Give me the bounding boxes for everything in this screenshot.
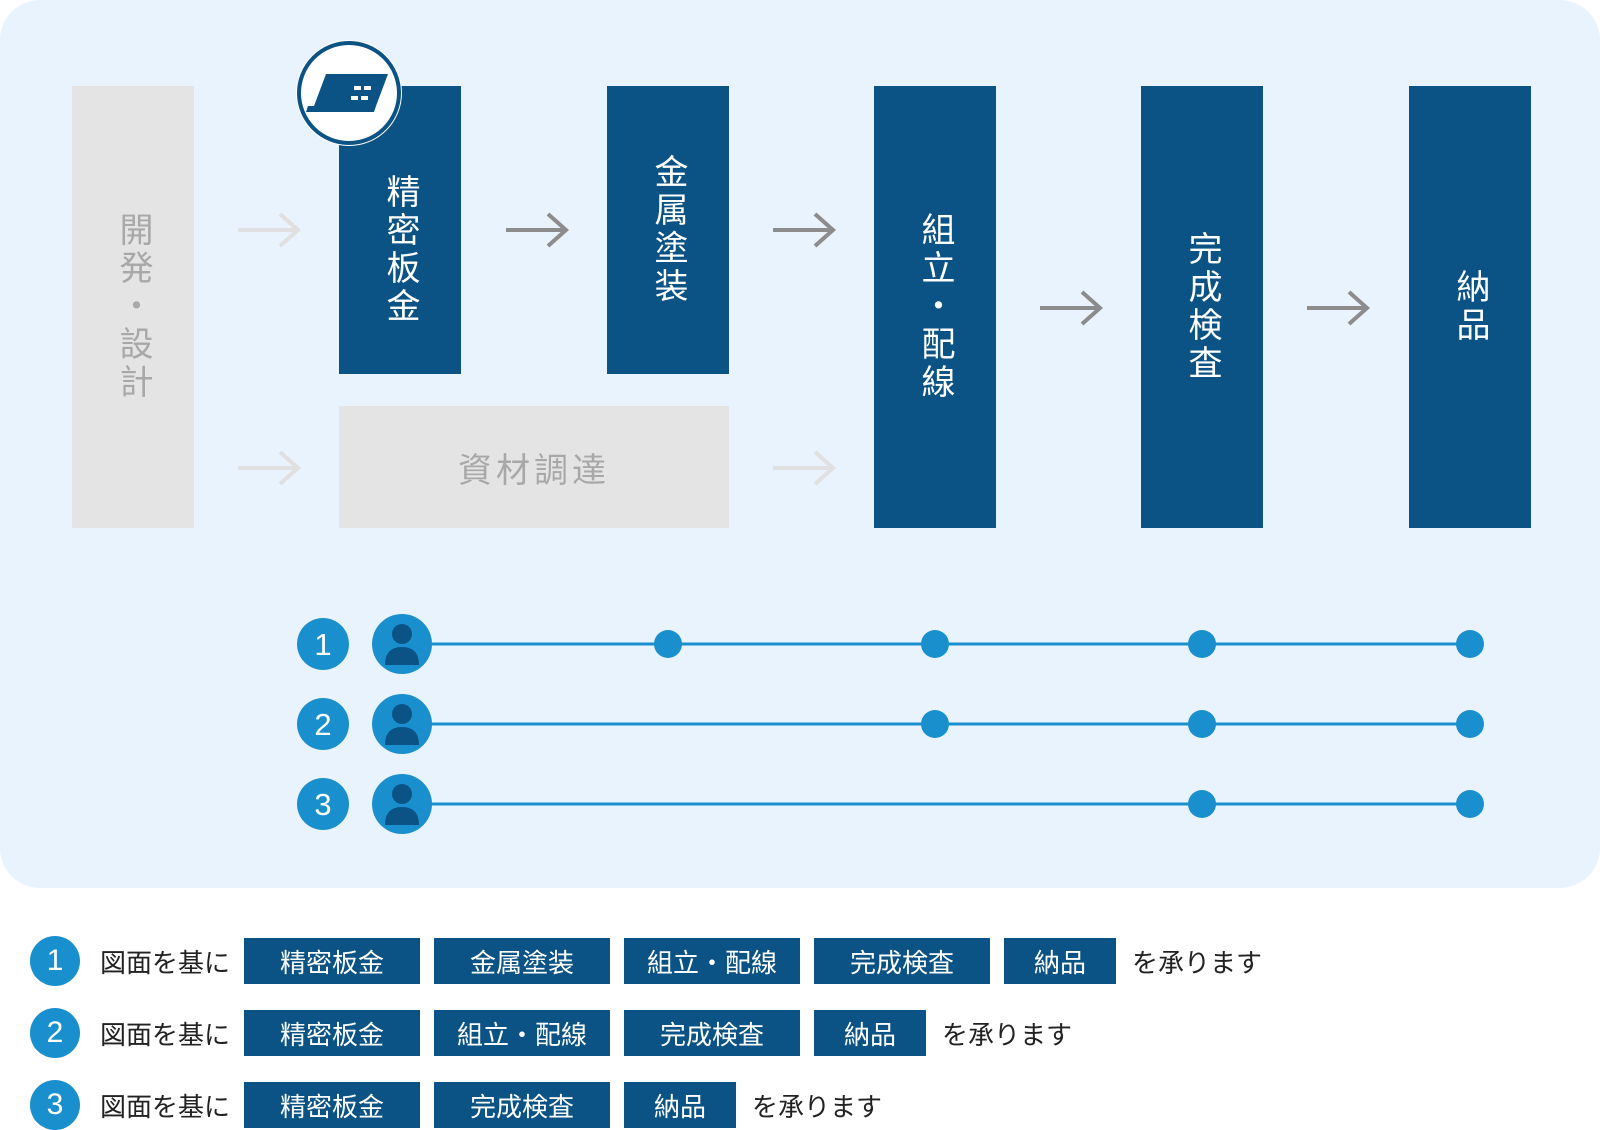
person-icon-body bbox=[385, 647, 419, 665]
arrow-right-icon bbox=[773, 212, 837, 248]
step-label: 資材調達 bbox=[458, 450, 610, 491]
arrow-right-icon bbox=[1040, 290, 1104, 326]
track-stop-assembly bbox=[921, 710, 949, 738]
sheet-metal-icon bbox=[296, 40, 402, 146]
step-label: 組立・配線 bbox=[915, 212, 955, 402]
legend-prefix: 図面を基に bbox=[100, 1020, 231, 1051]
track-stop-coating bbox=[654, 630, 682, 658]
step-procurement: 資材調達 bbox=[339, 406, 729, 528]
arrow-right-icon bbox=[773, 450, 837, 486]
step-delivery: 納品 bbox=[1409, 86, 1531, 528]
service-tracks: 1 2 3 bbox=[297, 614, 1484, 834]
arrow-right-icon bbox=[238, 212, 302, 248]
person-icon-head bbox=[392, 704, 412, 724]
legend-tag: 精密板金 bbox=[244, 1082, 421, 1128]
step-final-inspection: 完成検査 bbox=[1141, 86, 1263, 528]
legend-row: 2 図面を基に 精密板金 組立・配線 完成検査 納品 を承ります bbox=[30, 1008, 1073, 1058]
person-icon-head bbox=[392, 624, 412, 644]
legend-tag: 組立・配線 bbox=[624, 938, 801, 984]
track-stop-inspection bbox=[1188, 630, 1216, 658]
step-label: 完成検査 bbox=[1182, 231, 1222, 383]
legend-prefix: 図面を基に bbox=[100, 1092, 231, 1123]
legend-suffix: を承ります bbox=[942, 1020, 1073, 1051]
step-assembly-wiring: 組立・配線 bbox=[874, 86, 996, 528]
step-label: 開発・設計 bbox=[113, 212, 153, 402]
track-number-badge bbox=[297, 698, 349, 750]
track-stop-delivery bbox=[1456, 630, 1484, 658]
legend-row: 3 図面を基に 精密板金 完成検査 納品 を承ります bbox=[30, 1080, 883, 1130]
arrow-right-icon bbox=[238, 450, 302, 486]
step-label: 納品 bbox=[1450, 269, 1490, 345]
legend-tag: 精密板金 bbox=[244, 1010, 421, 1056]
legend-suffix: を承ります bbox=[1132, 948, 1263, 979]
track-number: 3 bbox=[314, 787, 331, 822]
track-number-badge bbox=[297, 778, 349, 830]
track-number: 1 bbox=[314, 627, 331, 662]
legend-tag: 組立・配線 bbox=[434, 1010, 611, 1056]
track-stop-inspection bbox=[1188, 790, 1216, 818]
track-stop-delivery bbox=[1456, 790, 1484, 818]
legend-prefix: 図面を基に bbox=[100, 948, 231, 979]
legend-tag: 完成検査 bbox=[814, 938, 991, 984]
person-icon-body bbox=[385, 727, 419, 745]
person-icon-body bbox=[385, 807, 419, 825]
track-stop-inspection bbox=[1188, 710, 1216, 738]
process-panel: 開発・設計 精密板金 金属塗装 資材調達 組立・配線 完成検査 納品 bbox=[0, 0, 1600, 888]
track-stop-delivery bbox=[1456, 710, 1484, 738]
legend-tag: 納品 bbox=[1004, 938, 1117, 984]
legend-suffix: を承ります bbox=[752, 1092, 883, 1123]
step-label: 精密板金 bbox=[380, 174, 420, 326]
arrow-right-icon bbox=[1307, 290, 1371, 326]
legend-row: 1 図面を基に 精密板金 金属塗装 組立・配線 完成検査 納品 を承ります bbox=[30, 936, 1263, 986]
arrow-right-icon bbox=[506, 212, 570, 248]
legend-tag: 金属塗装 bbox=[434, 938, 611, 984]
step-metal-coating: 金属塗装 bbox=[607, 86, 729, 374]
legend-tag: 完成検査 bbox=[624, 1010, 801, 1056]
step-label: 金属塗装 bbox=[648, 154, 688, 306]
legend-number-badge: 1 bbox=[30, 936, 80, 986]
track-stop-assembly bbox=[921, 630, 949, 658]
step-design: 開発・設計 bbox=[72, 86, 194, 528]
legend-tag: 完成検査 bbox=[434, 1082, 611, 1128]
person-icon-head bbox=[392, 784, 412, 804]
track-number: 2 bbox=[314, 707, 331, 742]
legend-number-badge: 2 bbox=[30, 1008, 80, 1058]
legend-tag: 納品 bbox=[624, 1082, 737, 1128]
track-number-badge bbox=[297, 618, 349, 670]
legend-number-badge: 3 bbox=[30, 1080, 80, 1130]
legend-tag: 納品 bbox=[814, 1010, 927, 1056]
legend-tag: 精密板金 bbox=[244, 938, 421, 984]
